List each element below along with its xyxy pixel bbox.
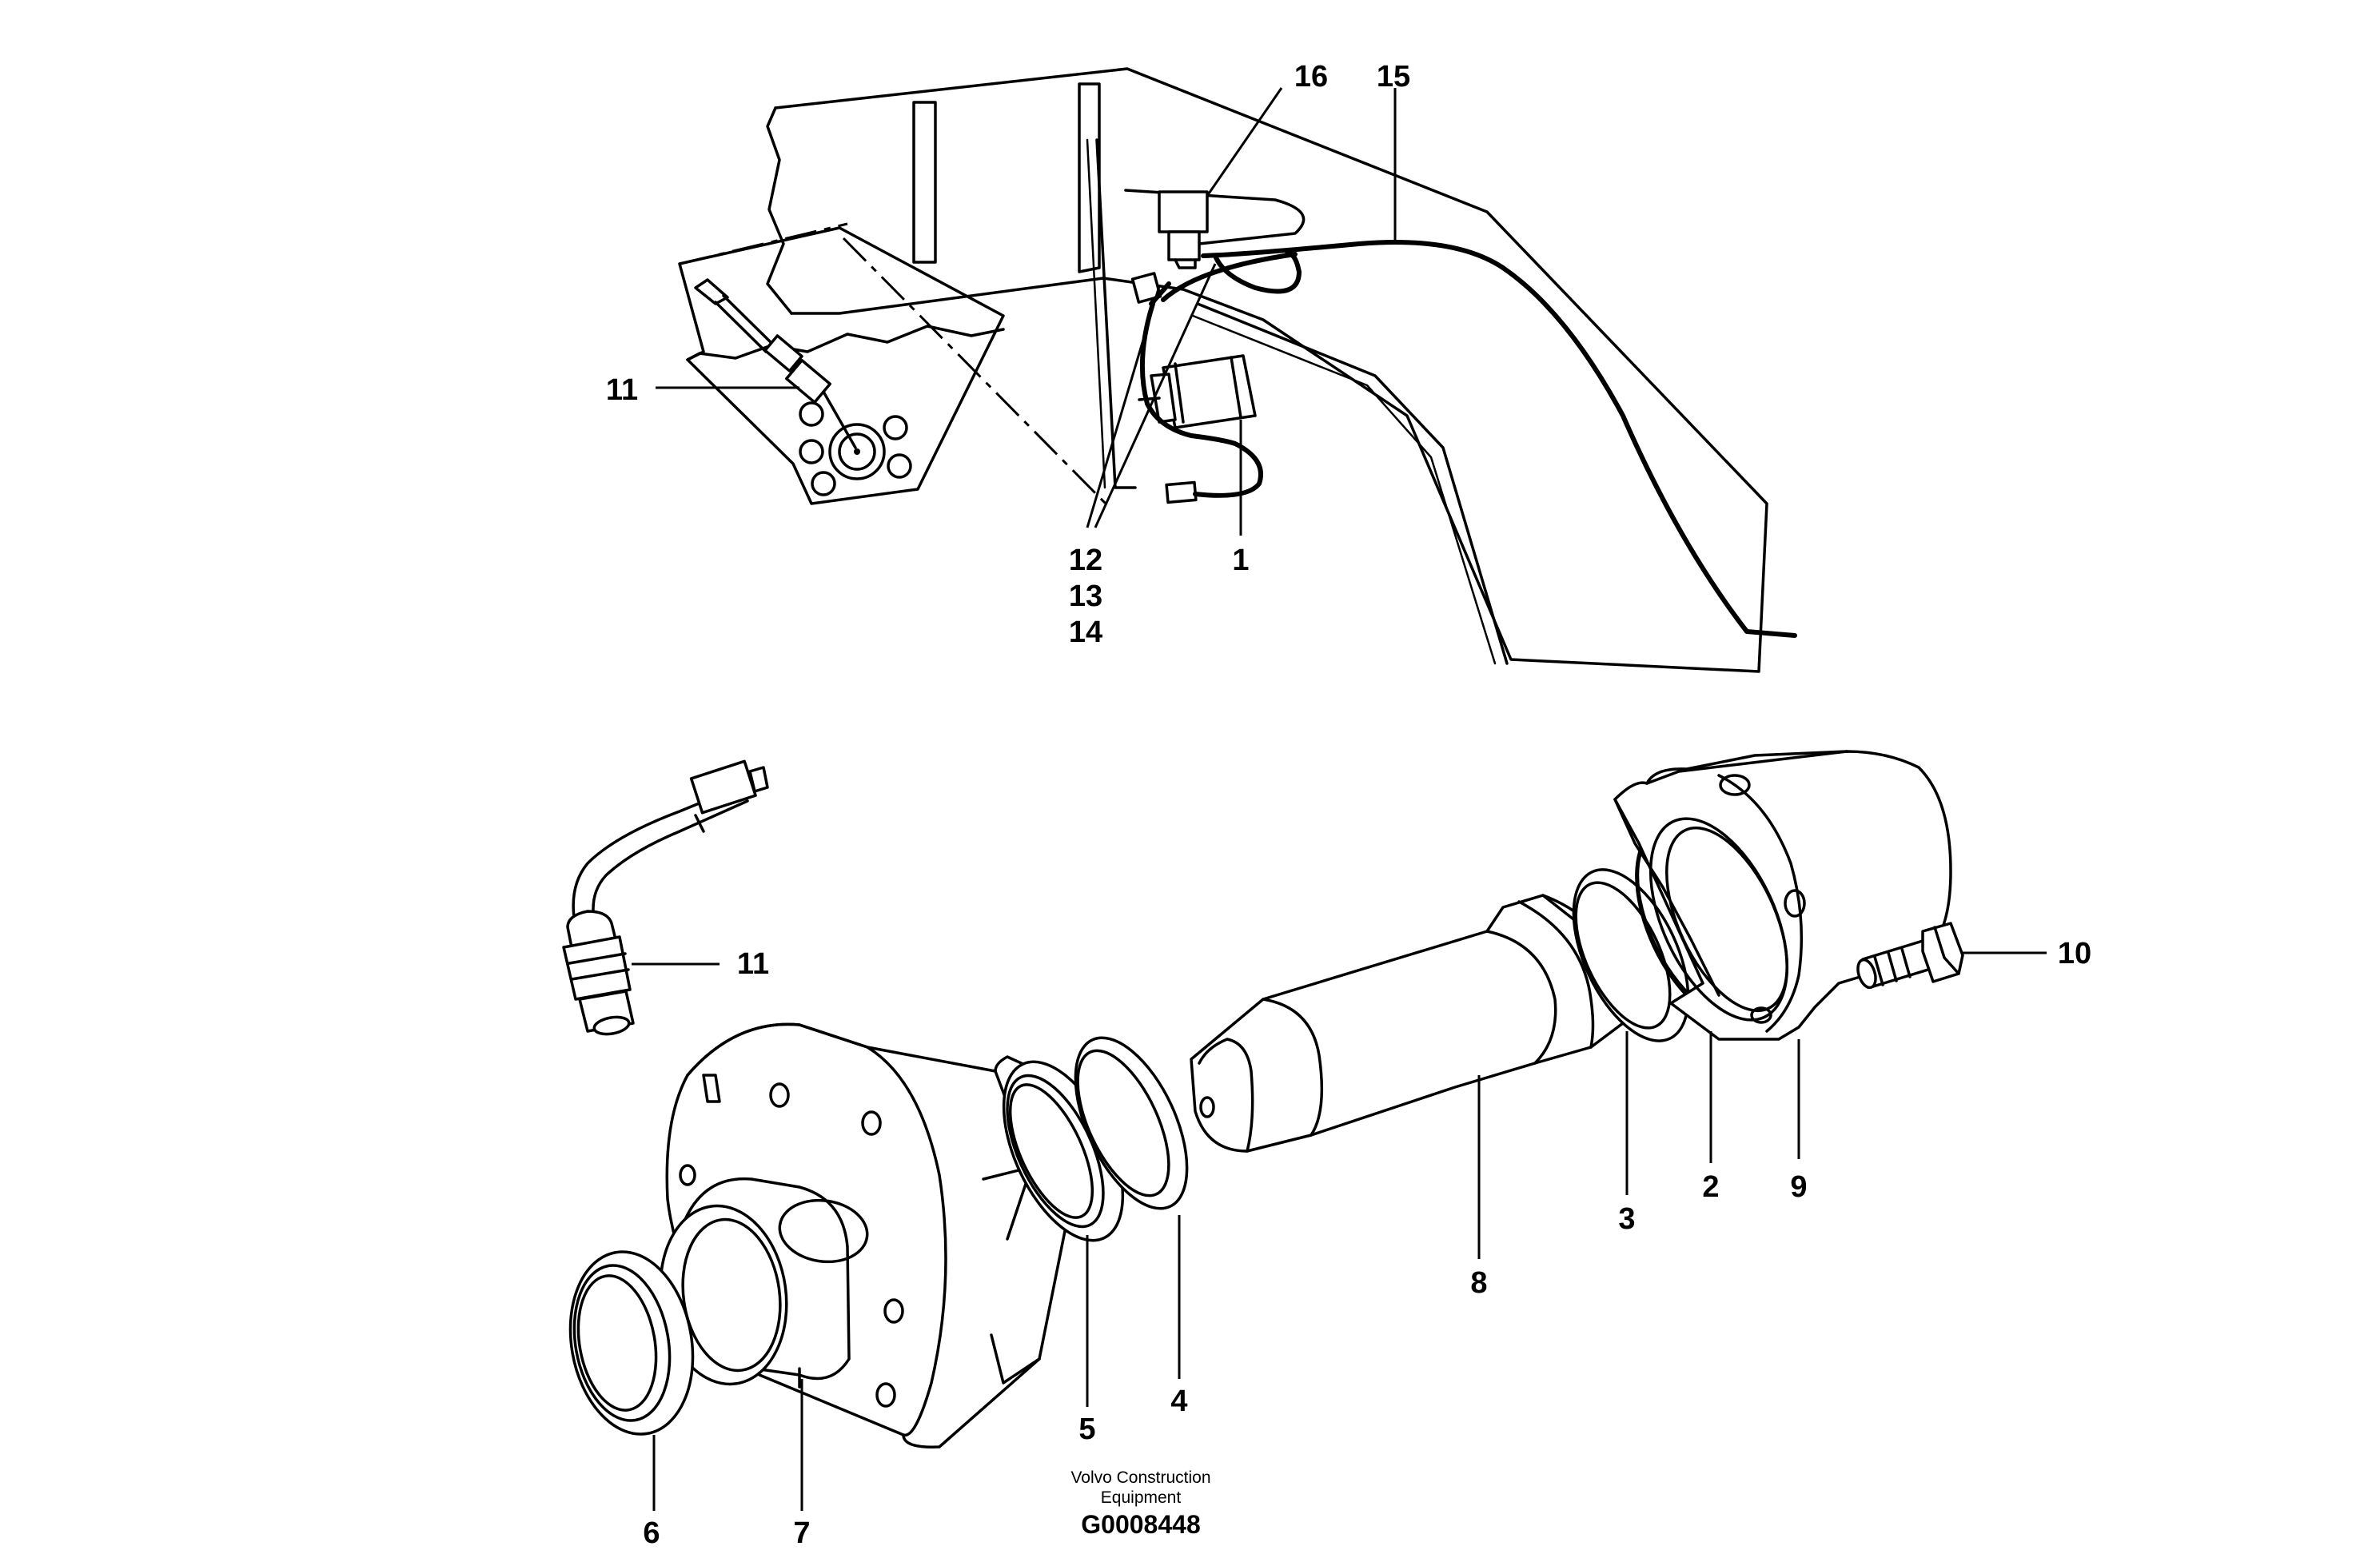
leader-lines [632,87,2047,1511]
bolt-10 [1856,922,1964,990]
callout-9: 9 [1790,1170,1807,1204]
shaft-8 [1190,894,1627,1153]
callout-14: 14 [1069,616,1102,649]
callout-16: 16 [1294,60,1328,94]
ring-4 [1074,1036,1189,1210]
callout-7: 7 [793,1516,810,1550]
connector-block-a [1130,272,1162,304]
ring-3 [1572,868,1690,1042]
frame-bracket [766,67,1768,673]
figure-id: G0008448 [1081,1510,1200,1539]
projection-line [679,222,1109,507]
callout-15: 15 [1377,60,1410,94]
sensor-housing [1138,354,1257,429]
detail-sensor [694,278,857,449]
switch-box [1158,190,1209,269]
callout-13: 13 [1069,580,1102,613]
detail-plate [678,226,1005,505]
seal-6 [568,1250,695,1436]
callout-11-bottom: 11 [737,947,769,981]
pressure-sensor [562,759,769,1036]
caption-line-1: Volvo Construction [1070,1468,1210,1487]
callout-6: 6 [643,1516,660,1550]
callout-8: 8 [1470,1266,1487,1300]
callout-11-top: 11 [606,373,638,407]
caption-line-2: Equipment [1101,1488,1182,1507]
callout-2: 2 [1702,1170,1719,1204]
connector-block-b [1165,480,1198,504]
callout-5: 5 [1078,1413,1095,1446]
callout-4: 4 [1170,1385,1187,1418]
callout-10: 10 [2058,937,2091,970]
callout-1: 1 [1232,544,1249,577]
callout-3: 3 [1618,1202,1635,1236]
callout-12: 12 [1069,544,1102,577]
hub-flange [659,1022,1073,1448]
